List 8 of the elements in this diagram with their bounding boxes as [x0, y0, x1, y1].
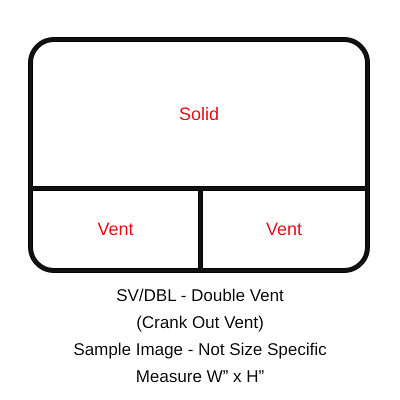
caption-line: Measure W” x H” [134, 367, 266, 387]
caption-line: Sample Image - Not Size Specific [72, 340, 328, 360]
caption-line: SV/DBL - Double Vent [115, 286, 285, 306]
pane-label: Vent [266, 219, 302, 240]
pane-label: Solid [178, 104, 220, 124]
caption-line: (Crank Out Vent) [135, 313, 265, 333]
window-frame [28, 37, 370, 273]
pane-label: Vent [97, 219, 134, 240]
